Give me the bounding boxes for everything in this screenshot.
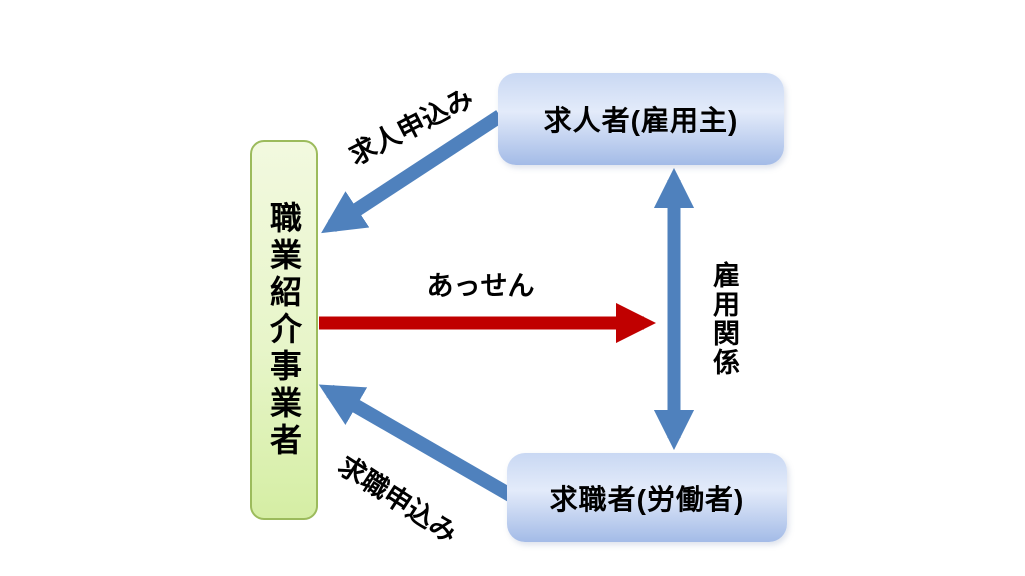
employment-relation-label: 雇用関係 — [709, 261, 739, 377]
job-application-arrow — [318, 384, 516, 503]
node-employment-agency: 職業紹介事業者 — [250, 140, 318, 520]
node-jobseeker: 求職者(労働者) — [507, 453, 787, 542]
job-offer-arrow — [321, 110, 504, 234]
placement-label: あっせん — [426, 271, 535, 301]
jobseeker-label: 求職者(労働者) — [549, 483, 745, 515]
employment-agency-label: 職業紹介事業者 — [266, 200, 302, 460]
node-employer: 求人者(雇用主) — [498, 73, 784, 165]
employer-label: 求人者(雇用主) — [543, 105, 739, 136]
